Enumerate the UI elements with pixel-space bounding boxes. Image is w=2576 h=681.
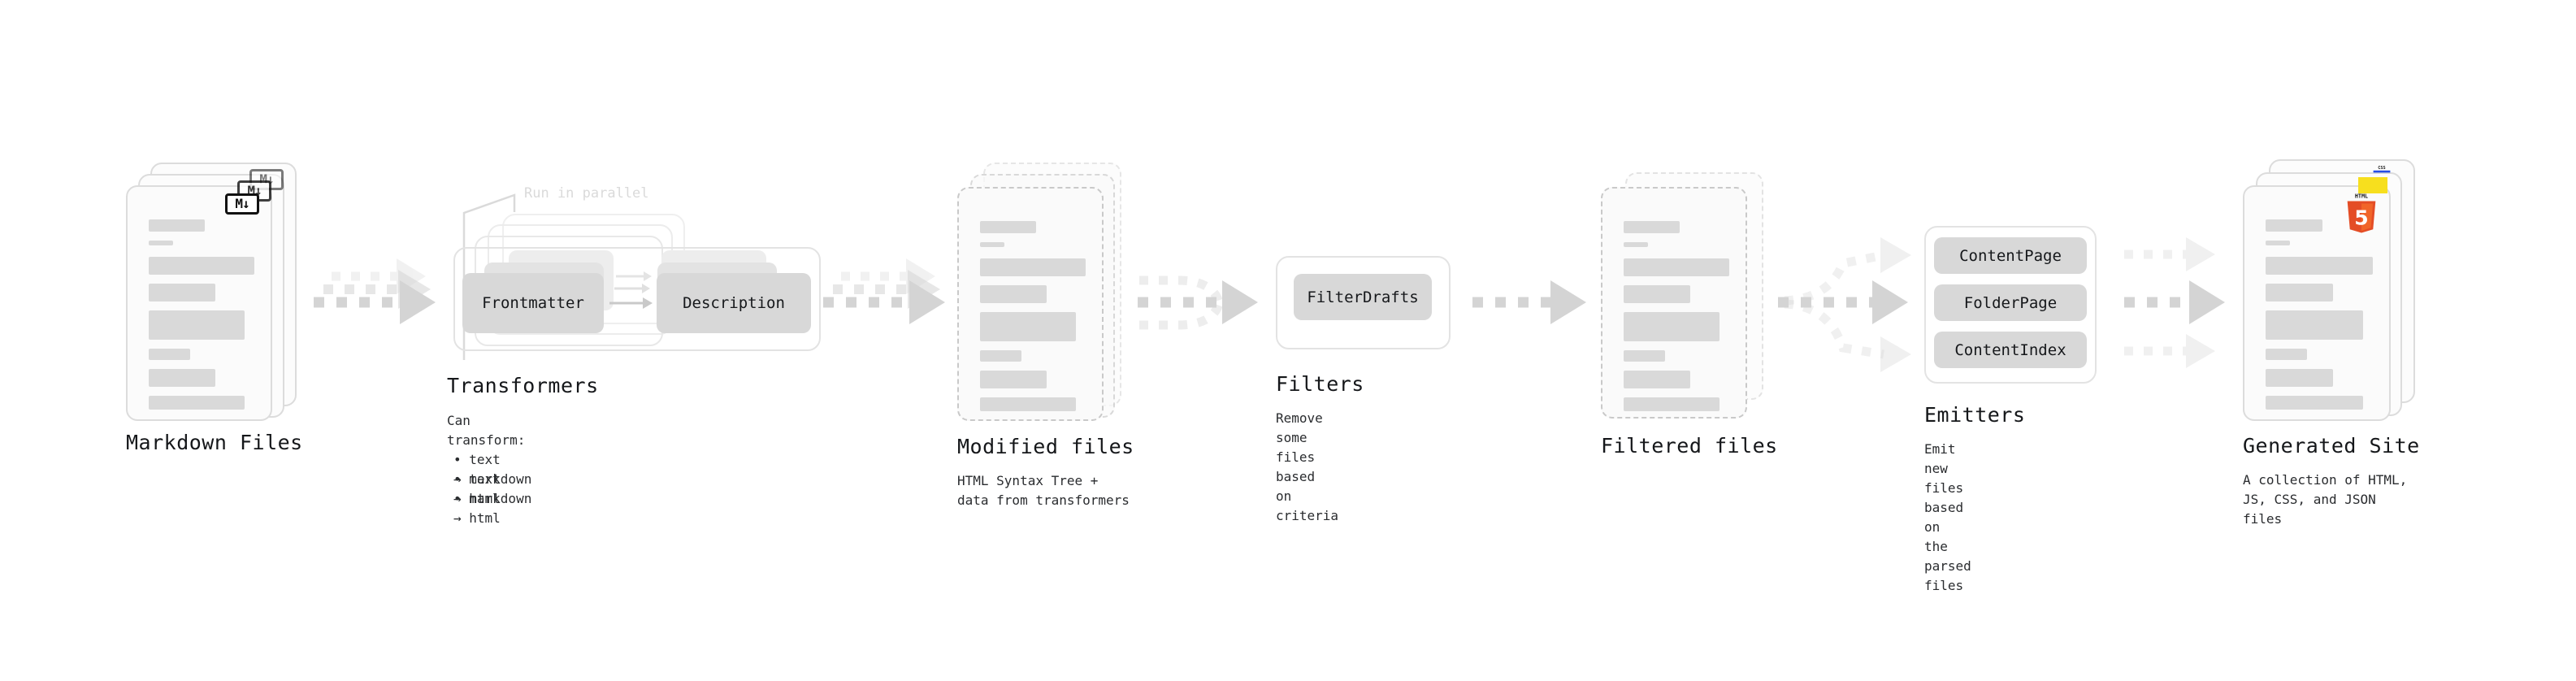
skeleton-bar [1624, 397, 1720, 411]
html5-badge: HTML 5 [2347, 193, 2376, 233]
transformer-chip-label: Description [683, 294, 785, 312]
html5-badge-digit: 5 [2354, 206, 2368, 229]
transformer-inner-arrows [609, 271, 653, 309]
bullet-dot: • [453, 471, 470, 487]
markdown-badge-label: M↓ [235, 196, 249, 211]
css3-badge: CSS [2373, 166, 2391, 173]
stage-title-modified-files: Modified files [957, 435, 1134, 458]
skeleton-bar [1624, 221, 1680, 233]
skeleton-bar [980, 312, 1077, 341]
connector-filters-to-filtered [1472, 280, 1586, 324]
skeleton-bar [1624, 285, 1690, 303]
emitter-chip-contentindex[interactable]: ContentIndex [1934, 332, 2087, 368]
stage-generated-site: CSS HTML [2243, 159, 2419, 527]
skeleton-bar [980, 242, 1004, 247]
stage-filtered-files: Filtered files [1601, 172, 1777, 458]
transformer-group-front [453, 247, 821, 351]
skeleton-bar [1624, 312, 1720, 341]
stage-title-filtered-files: Filtered files [1601, 434, 1778, 458]
skeleton-bar [980, 221, 1036, 233]
bullet-dot: • [453, 491, 470, 506]
modified-file-front [957, 187, 1104, 421]
bullet-dot: • [453, 452, 470, 467]
markdown-file-stack: M↓ M↓ M↓ [126, 163, 297, 423]
bullet-text: text → text [453, 452, 501, 487]
skeleton-bar [2266, 284, 2334, 301]
skeleton-bar [149, 219, 205, 232]
svg-text:CSS: CSS [2378, 166, 2385, 171]
skeleton-bar [2266, 349, 2308, 360]
stage-title-transformers: Transformers [447, 374, 599, 397]
transformer-chip-label: Frontmatter [482, 294, 584, 312]
stage-title-emitters: Emitters [1924, 403, 2026, 427]
skeleton-bar [149, 257, 254, 275]
stage-desc-generated-site: A collection of HTML, JS, CSS, and JSON … [2243, 472, 2408, 527]
stage-markdown-files: M↓ M↓ M↓ M [126, 163, 302, 454]
filter-chip-label: FilterDrafts [1307, 288, 1419, 306]
stage-desc-emitters: Emit new files based on the parsed files [1924, 441, 1971, 593]
skeleton-bar [149, 349, 190, 360]
transform-bullet-1: • markdown → markdown [453, 450, 531, 509]
emitter-chip-label: FolderPage [1963, 293, 2058, 312]
filters-group-box [1276, 256, 1451, 349]
skeleton-bar [149, 369, 215, 387]
bullet-text: html → html [453, 491, 501, 526]
stage-desc-filters: Remove some files based on criteria [1276, 410, 1339, 523]
bullet-text: markdown → markdown [453, 471, 532, 506]
transform-bullet-0: • text → text [453, 431, 501, 489]
skeleton-bar [2266, 396, 2364, 410]
markdown-file-skeleton [149, 219, 254, 419]
connector-emitters-to-site [2124, 237, 2225, 368]
filtered-file-skeleton [1624, 221, 1729, 420]
skeleton-bar [2266, 219, 2322, 232]
emitter-chip-contentpage[interactable]: ContentPage [1934, 237, 2087, 274]
html5-badge-wordmark: HTML [2355, 193, 2368, 200]
emitter-chip-folderpage[interactable]: FolderPage [1934, 284, 2087, 321]
modified-file-stack [957, 163, 1132, 431]
skeleton-bar [149, 241, 173, 245]
skeleton-bar [1624, 371, 1690, 388]
skeleton-bar [2266, 241, 2291, 245]
filter-chip-filterdrafts[interactable]: FilterDrafts [1294, 274, 1432, 320]
emitters-group-box [1924, 226, 2097, 384]
stage-modified-files: Modified files HTML Syntax Tree + data f… [957, 163, 1134, 508]
skeleton-bar [980, 371, 1047, 388]
skeleton-bar [1624, 242, 1648, 247]
emitter-chip-label: ContentPage [1959, 246, 2062, 265]
emitter-chip-label: ContentIndex [1954, 340, 2066, 359]
skeleton-bar [980, 258, 1086, 276]
stage-title-filters: Filters [1276, 372, 1364, 396]
generated-file-skeleton [2266, 219, 2373, 419]
js-badge [2358, 177, 2387, 193]
markdown-file-front [126, 185, 272, 421]
skeleton-bar [149, 310, 245, 340]
generated-site-stack: CSS HTML [2243, 159, 2418, 427]
filtered-file-stack [1601, 172, 1776, 432]
connector-filtered-to-emitters [1778, 237, 1911, 372]
run-in-parallel-note: Run in parallel [524, 185, 649, 202]
stage-title-markdown-files: Markdown Files [126, 431, 303, 454]
skeleton-bar [1624, 350, 1665, 362]
skeleton-bar [2266, 257, 2373, 275]
connector-markdown-to-transformers [314, 258, 436, 324]
skeleton-bar [2266, 310, 2364, 340]
skeleton-bar [149, 396, 245, 410]
skeleton-bar [1624, 258, 1729, 276]
connector-transformers-to-modified [823, 258, 945, 324]
connector-modified-to-filters [1138, 275, 1258, 330]
stage-desc-modified-files: HTML Syntax Tree + data from transformer… [957, 473, 1130, 508]
transformer-chip-frontmatter[interactable]: Frontmatter [462, 273, 604, 333]
modified-file-skeleton [980, 221, 1086, 420]
skeleton-bar [149, 284, 215, 301]
transformer-chip-description[interactable]: Description [657, 273, 811, 333]
skeleton-bar [2266, 369, 2334, 387]
skeleton-bar [980, 350, 1021, 362]
stage-desc-transformers: Can transform: [447, 413, 526, 448]
filtered-file-front [1601, 187, 1747, 419]
skeleton-bar [980, 397, 1077, 411]
markdown-badge-front: M↓ [225, 193, 259, 215]
skeleton-bar [980, 285, 1047, 303]
transform-bullet-2: • html → html [453, 470, 501, 528]
stage-title-generated-site: Generated Site [2243, 434, 2420, 458]
